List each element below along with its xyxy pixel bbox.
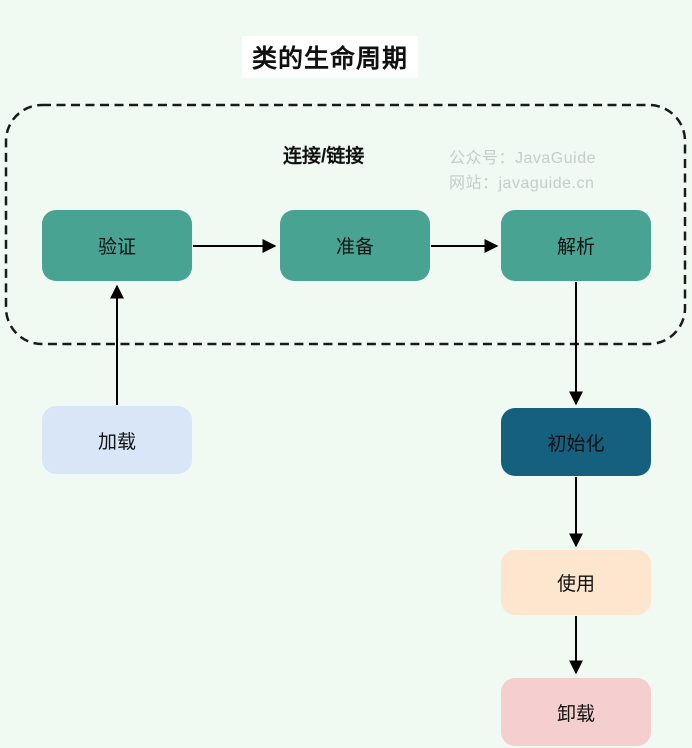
- linking-phase-boundary: [4, 103, 687, 346]
- node-resolve-label: 解析: [556, 237, 595, 258]
- node-load-label: 加载: [97, 431, 136, 453]
- watermark-line1: 公众号：JavaGuide: [449, 150, 596, 167]
- node-initialize: 初始化: [501, 408, 651, 476]
- watermark-line2: 网站：javaguide.cn: [449, 175, 595, 192]
- linking-phase-label: 连接/链接: [283, 146, 365, 167]
- node-verify-label: 验证: [97, 237, 136, 258]
- diagram-title: 类的生命周期: [241, 36, 419, 78]
- node-verify: 验证: [42, 210, 192, 281]
- node-use: 使用: [501, 550, 651, 615]
- node-unload: 卸载: [501, 678, 651, 746]
- node-prepare-label: 准备: [335, 237, 374, 258]
- node-prepare: 准备: [280, 210, 430, 281]
- node-initialize-label: 初始化: [547, 433, 605, 455]
- node-resolve: 解析: [501, 210, 651, 281]
- node-unload-label: 卸载: [556, 703, 595, 725]
- node-load: 加载: [42, 406, 192, 474]
- watermark: 公众号：JavaGuide 网站：javaguide.cn: [449, 146, 596, 196]
- node-use-label: 使用: [556, 574, 595, 595]
